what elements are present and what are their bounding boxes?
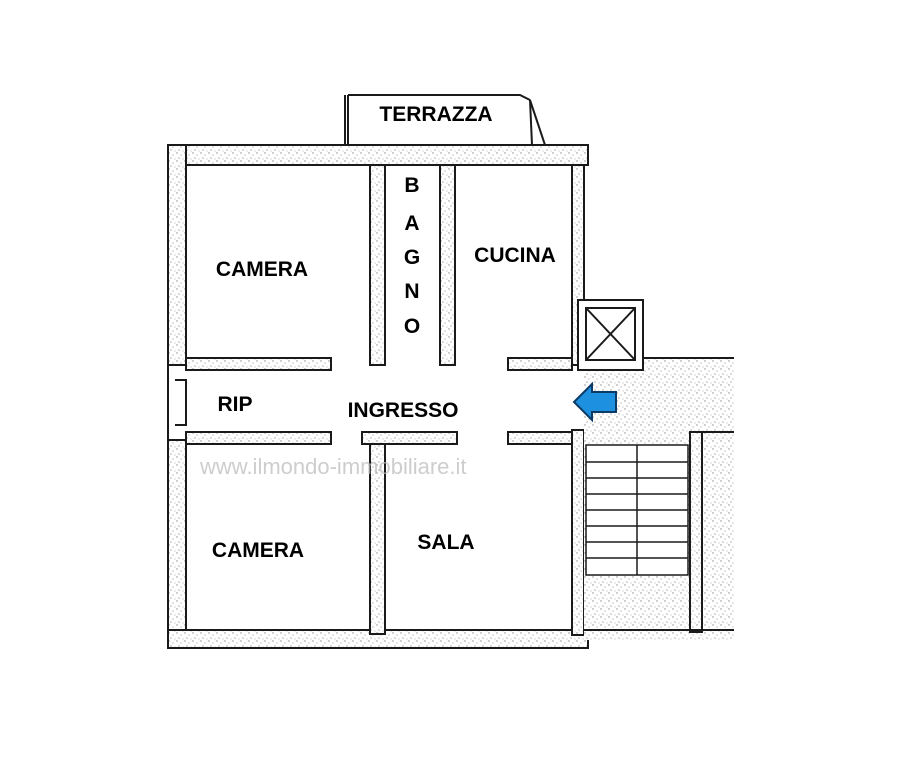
- rip-door: [167, 365, 187, 440]
- bagno-letter-o: O: [404, 315, 420, 338]
- terrazza-label: TERRAZZA: [379, 103, 492, 126]
- camera-top-label: CAMERA: [216, 258, 308, 281]
- camera-bottom-label: CAMERA: [212, 539, 304, 562]
- entrance-arrow-icon: [572, 381, 617, 423]
- ingresso-label: INGRESSO: [348, 399, 459, 422]
- bagno-letter-n: N: [404, 280, 419, 303]
- walls: [167, 144, 589, 649]
- staircase-icon: [585, 444, 689, 576]
- bagno-letter-g: G: [404, 246, 420, 269]
- watermark: www.ilmondo-immobiliare.it: [199, 454, 467, 479]
- bagno-letter-a: A: [404, 212, 419, 235]
- cucina-label: CUCINA: [474, 244, 556, 267]
- elevator-shaft-icon: [577, 299, 644, 371]
- sala-label: SALA: [417, 531, 474, 554]
- bagno-letter-b: B: [404, 174, 419, 197]
- rip-label: RIP: [217, 393, 252, 416]
